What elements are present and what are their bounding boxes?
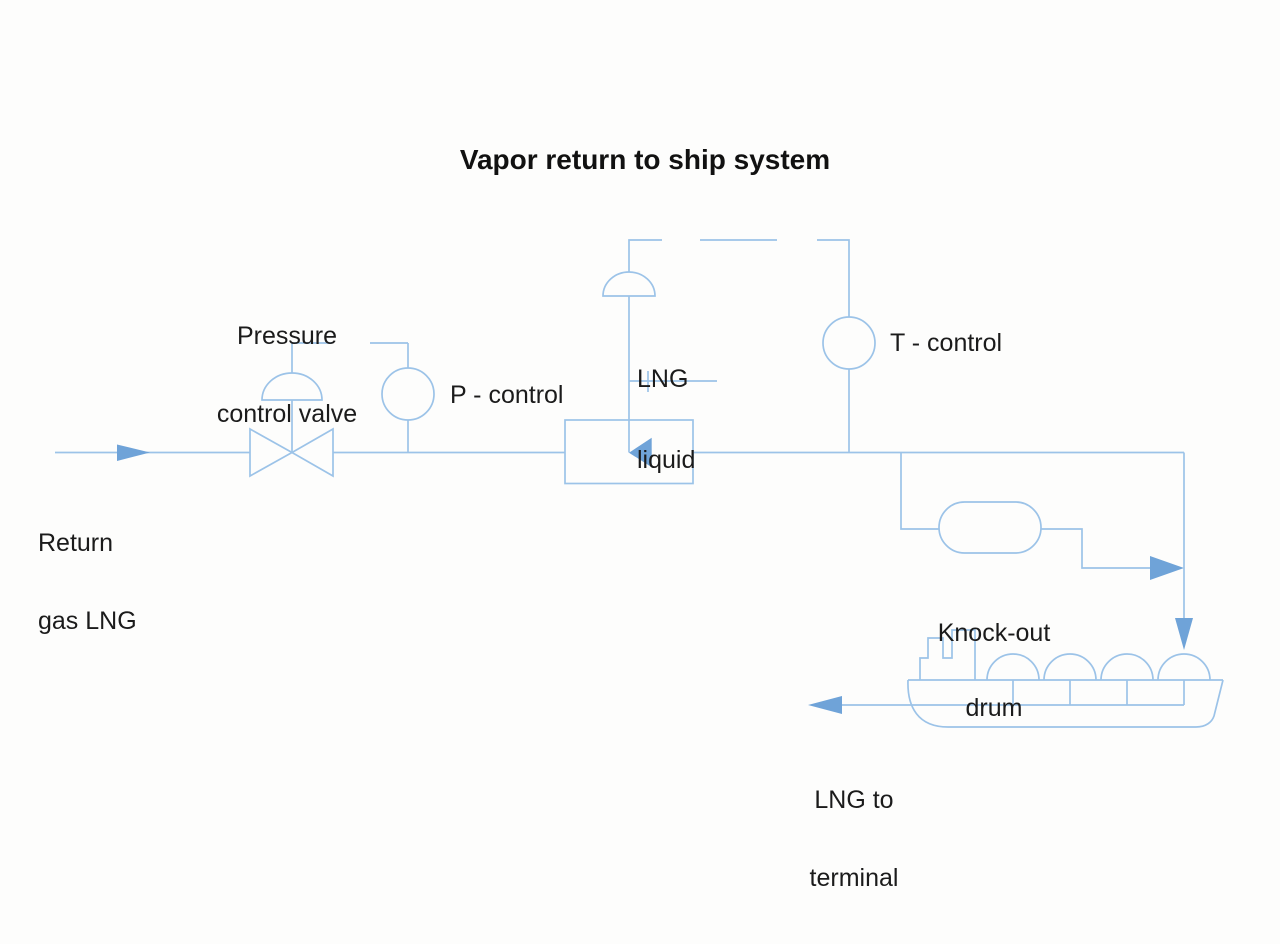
ship-tank-dome-icon [986,653,1040,681]
terminal-label-line2: terminal [809,864,899,892]
temperature-signal-line [628,239,850,317]
ship-tank-dome-icon [1043,653,1097,681]
ship-superstructure [919,629,976,680]
return-gas-label: Return gas LNG [38,478,137,686]
lng-liquid-level-line [629,371,717,392]
pressure-control-valve-label: Pressure control valve [200,271,374,479]
p-control-circle-icon [381,367,435,421]
diagram-canvas [55,239,1224,728]
lng-liquid-label: LNG liquid [637,312,695,528]
drum-inlet-line [900,452,939,530]
ship-feed-arrow-icon [1175,618,1193,650]
drum-vessel-icon [938,501,1042,554]
ship [842,629,1224,728]
valve-actuator-dome-icon [261,372,323,401]
knockout-label-line1: Knock-out [937,619,1051,647]
pressure-valve-label-line2: control valve [216,400,358,428]
ship-tank-dome-icon [1157,653,1211,681]
exchanger-flow-arrow-icon [629,437,652,468]
t-control-instrument [822,316,876,453]
exchanger-actuator-dome-icon [602,271,656,297]
lng-terminal-line [808,696,842,714]
inlet-flow-arrow-icon [117,444,150,461]
valve-left-triangle [249,427,294,478]
drum-outlet-line [1041,528,1150,569]
terminal-label-line1: LNG to [814,786,894,814]
return-gas-pipe [55,444,250,461]
lng-liquid-label-line1: LNG [637,365,689,393]
knockout-label-line2: drum [965,694,1023,722]
return-gas-label-line2: gas LNG [38,607,137,635]
knockout-drum [900,452,1184,580]
p-control-label: P - control [450,381,564,409]
ship-feed-line [1175,452,1193,650]
ship-hull [907,679,1224,728]
t-control-label: T - control [890,329,1003,357]
vapor-return-diagram: Vapor return to ship system Return gas L… [38,144,1224,891]
p-control-instrument [381,367,435,453]
ship-tank-dome-icon [1100,653,1154,681]
pressure-signal-line [291,342,409,373]
terminal-flow-arrow-icon [808,696,842,714]
drum-outlet-arrow-icon [1150,556,1184,580]
t-control-circle-icon [822,316,876,370]
lng-to-terminal-label: LNG to terminal [790,735,918,943]
diagram-title: Vapor return to ship system [459,144,831,175]
pressure-valve-label-line1: Pressure [236,322,338,350]
pressure-control-valve-symbol [249,372,334,478]
return-gas-label-line1: Return [38,529,114,557]
lng-liquid-label-line2: liquid [637,446,696,474]
knock-out-drum-label: Knock-out drum [920,571,1068,771]
